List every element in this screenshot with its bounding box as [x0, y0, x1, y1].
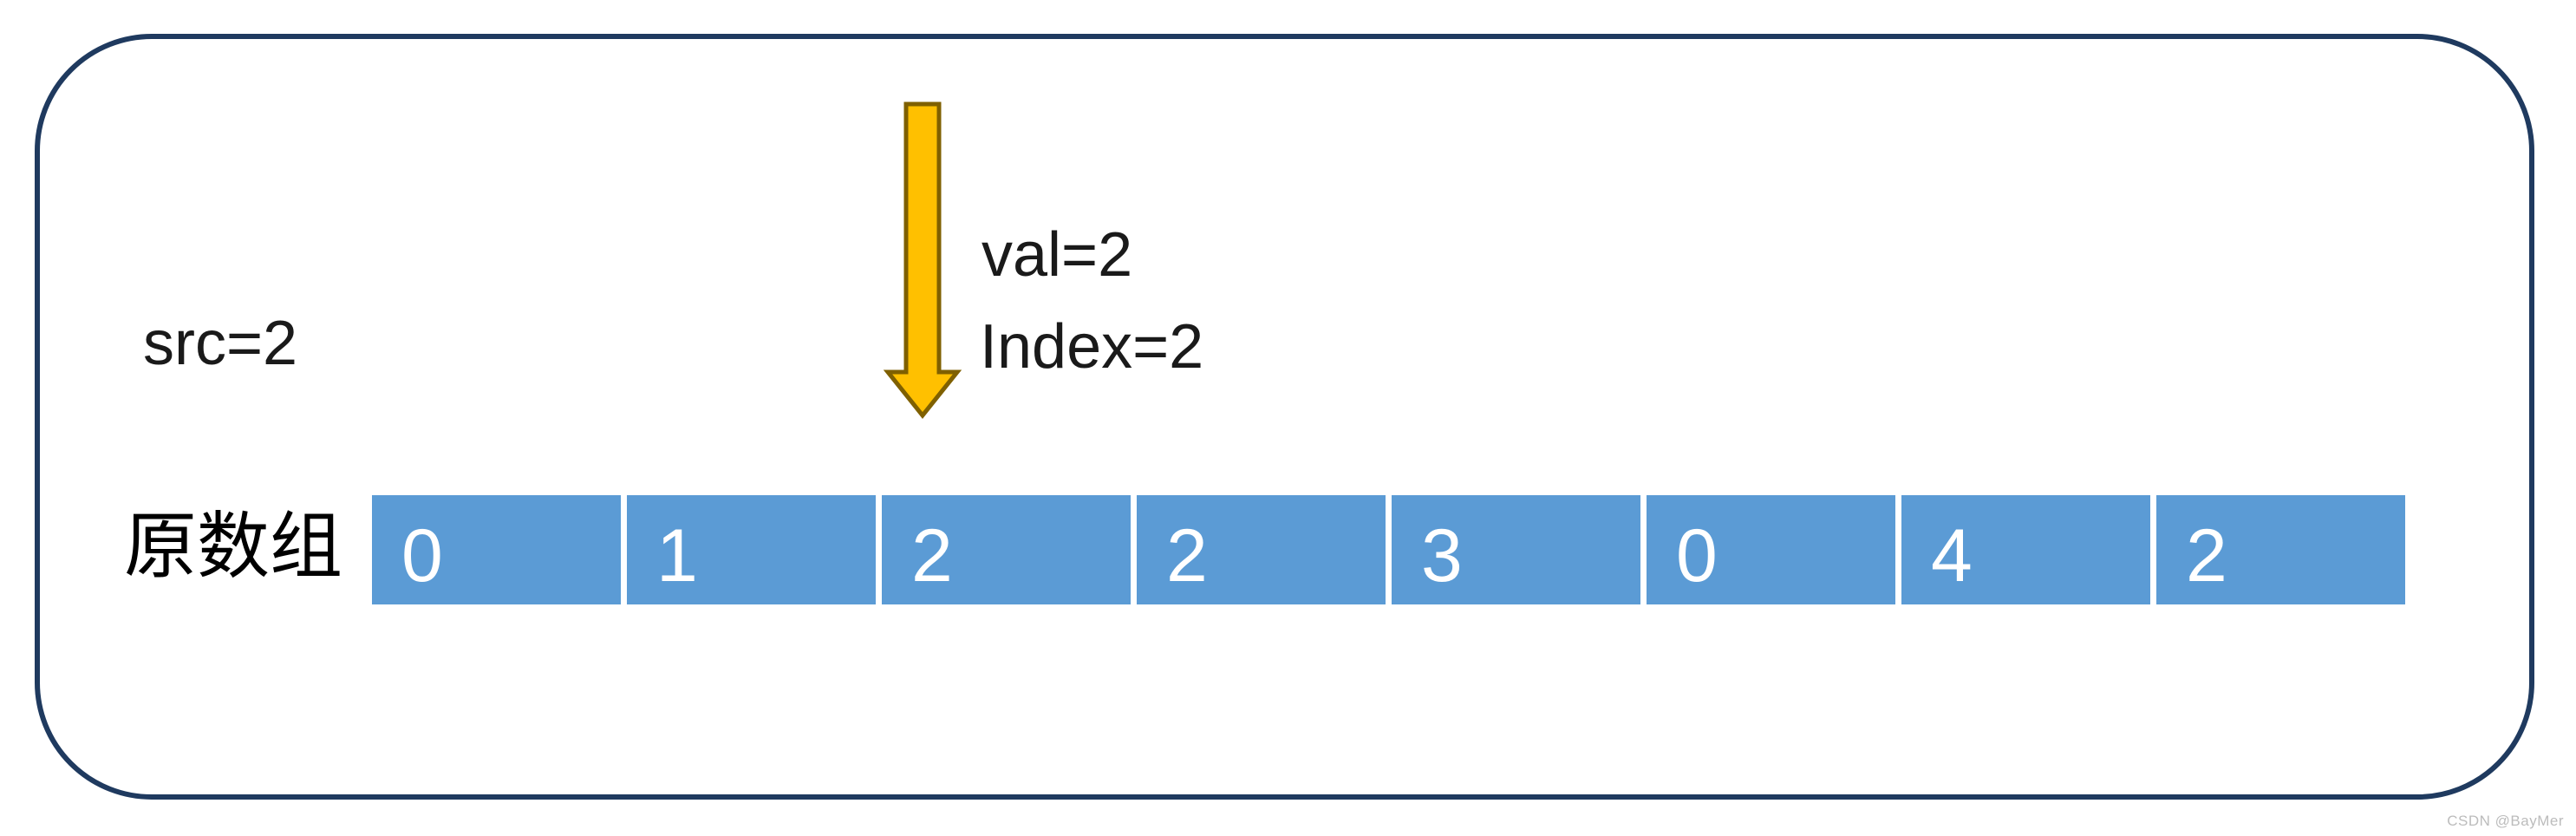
array-cell: 2: [882, 495, 1131, 604]
array-cell-value: 3: [1421, 514, 1463, 598]
array-cell-value: 0: [1676, 514, 1718, 598]
array-cell-value: 4: [1931, 514, 1973, 598]
rounded-frame: [35, 34, 2534, 800]
index-label: Index=2: [980, 312, 1204, 382]
array-cell: 2: [1137, 495, 1386, 604]
original-array: 0 1 2 2 3 0 4 2: [372, 495, 2405, 604]
src-label: src=2: [143, 309, 298, 378]
array-name-label: 原数组: [124, 506, 343, 587]
array-cell-value: 2: [1166, 514, 1208, 598]
down-arrow-icon: [883, 101, 962, 419]
array-cell-value: 2: [2186, 514, 2227, 598]
array-cell-value: 2: [911, 514, 953, 598]
array-cell: 0: [372, 495, 621, 604]
val-label: val=2: [981, 220, 1133, 290]
watermark: CSDN @BayMer: [2447, 813, 2564, 829]
array-cell-value: 0: [401, 514, 443, 598]
array-cell: 3: [1392, 495, 1640, 604]
array-cell: 4: [1901, 495, 2150, 604]
array-cell: 0: [1647, 495, 1895, 604]
array-cell: 1: [627, 495, 876, 604]
array-cell-value: 1: [656, 514, 698, 598]
array-cell: 2: [2156, 495, 2405, 604]
